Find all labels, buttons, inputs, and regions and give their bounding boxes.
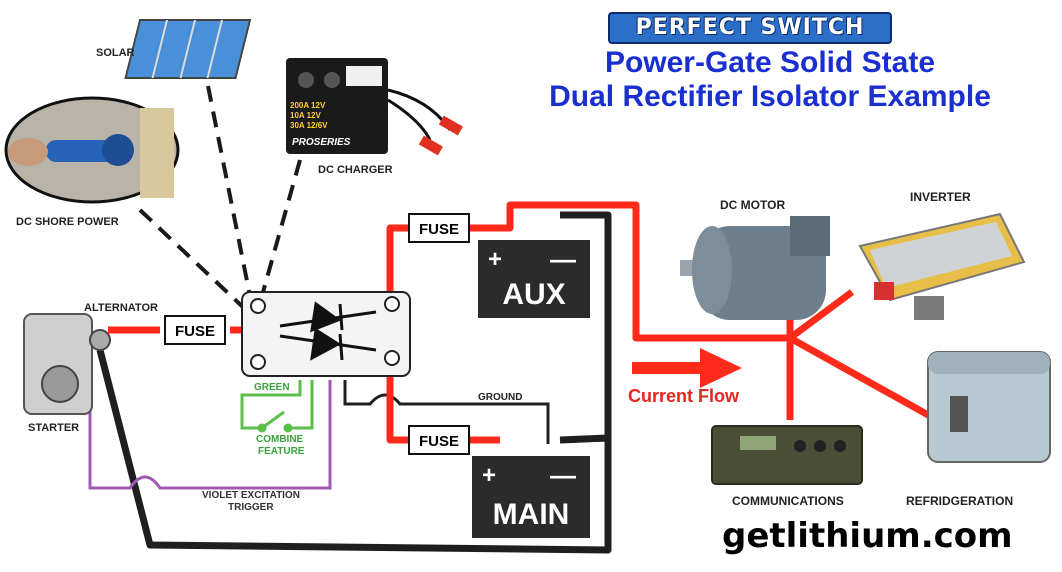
charger-rating-2: 10A 12V — [290, 111, 322, 120]
label-dc-shore-power: DC SHORE POWER — [16, 216, 119, 228]
title-line-1: Power-Gate Solid State — [604, 46, 936, 79]
main-battery-label: MAIN — [492, 498, 570, 531]
label-trigger: TRIGGER — [228, 502, 274, 513]
label-refrigeration: REFRIDGERATION — [906, 494, 1014, 508]
charger-rating-1: 200A 12V — [290, 101, 326, 110]
brand-logo: PERFECT SWITCH — [608, 12, 892, 44]
main-negative-wire — [559, 434, 609, 444]
label-combine: COMBINE — [256, 434, 304, 445]
label-ground: GROUND — [478, 392, 523, 403]
charger-dash-line — [256, 159, 302, 311]
label-starter: STARTER — [28, 422, 80, 434]
communications-image — [711, 425, 863, 485]
charger-brand: PROSERIES — [292, 137, 351, 148]
fuse-aux: FUSE — [408, 213, 470, 243]
fuse-alternator: FUSE — [164, 315, 226, 345]
label-dc-motor: DC MOTOR — [720, 198, 786, 212]
shore-power-image — [4, 96, 180, 204]
isolator-body — [241, 291, 411, 377]
website-url: getlithium.com — [722, 516, 1013, 556]
solar-panel-image — [124, 19, 252, 79]
aux-minus-terminal: — — [550, 244, 576, 274]
dc-charger-image: 200A 12V 10A 12V 30A 12/6V PROSERIES — [286, 58, 463, 156]
label-feature: FEATURE — [258, 446, 305, 457]
title-line-2: Dual Rectifier Isolator Example — [549, 80, 991, 113]
dc-motor-image — [680, 216, 830, 320]
label-current-flow: Current Flow — [628, 386, 739, 406]
combine-wires — [240, 380, 314, 433]
label-violet-excitation: VIOLET EXCITATION — [202, 490, 300, 501]
label-dc-charger: DC CHARGER — [318, 164, 393, 176]
main-minus-terminal: — — [550, 460, 576, 490]
label-green: GREEN — [254, 382, 290, 393]
positive-wires — [108, 201, 932, 444]
ground-thin-wire — [343, 380, 550, 444]
charger-rating-3: 30A 12/6V — [290, 121, 328, 130]
main-plus-terminal: + — [482, 462, 497, 489]
label-alternator: ALTERNATOR — [84, 302, 158, 314]
aux-battery: + — AUX — [478, 240, 590, 318]
charge-source-lines — [138, 85, 302, 312]
aux-battery-label: AUX — [502, 278, 566, 311]
label-inverter: INVERTER — [910, 190, 971, 204]
label-solar: SOLAR — [96, 47, 135, 59]
aux-plus-terminal: + — [488, 246, 503, 273]
negative-wires — [96, 211, 612, 554]
fuse-main: FUSE — [408, 425, 470, 455]
alternator-starter-image — [23, 313, 111, 415]
refrigerator-image — [927, 351, 1051, 463]
main-battery: + — MAIN — [472, 456, 590, 538]
current-flow-arrow — [632, 348, 742, 388]
violet-trigger-wire — [88, 352, 332, 490]
solar-dash-line — [206, 85, 254, 307]
label-communications: COMMUNICATIONS — [732, 494, 844, 508]
inverter-image — [858, 212, 1026, 320]
shore-power-dash-line — [138, 208, 248, 312]
